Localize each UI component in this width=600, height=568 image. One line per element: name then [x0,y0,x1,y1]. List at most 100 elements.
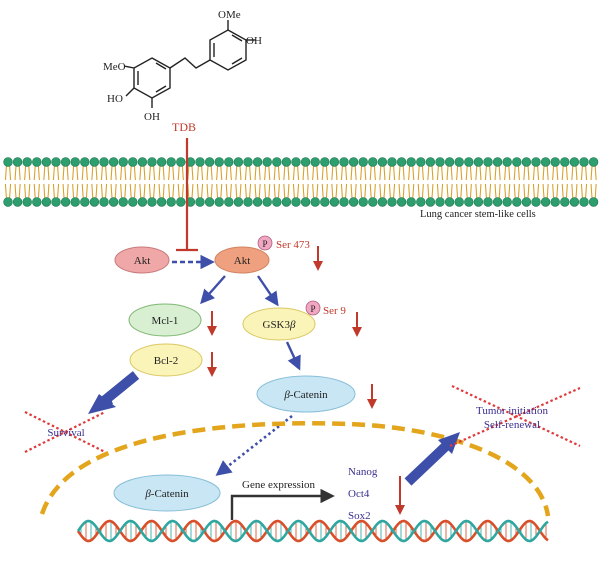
lipid-tail [95,183,98,199]
lipid-tail [465,183,468,199]
lipid-tail [575,165,578,181]
akt-phospho-symbol: P [262,239,267,249]
lipid-tail [229,183,232,199]
lipid-tail [110,183,113,199]
membrane-label: Lung cancer stem-like cells [420,209,536,220]
bcatenin-cyto-node [256,375,356,413]
lipid-head [51,157,61,167]
lipid-tail [527,165,530,181]
lipid-tail [364,183,367,199]
lipid-head [473,157,484,167]
mcl1-label: Mcl-1 [152,315,179,327]
lipid-tail [216,165,219,181]
lipid-tail [465,165,468,181]
lipid-head [560,157,570,167]
lipid-head [521,157,532,167]
lipid-tail [431,165,434,181]
lipid-tail [316,183,319,199]
lipid-tail [546,165,549,181]
lipid-head [224,157,234,167]
lipid-tail [235,165,238,181]
lipid-head [588,197,599,207]
lipid-tail [369,165,372,181]
lipid-head [22,197,32,207]
lipid-head [80,157,90,167]
lipid-tail [571,183,574,199]
lipid-tail [120,165,123,181]
lipid-tail [66,165,69,181]
lipid-tail [340,183,343,199]
tumor-arrowhead [438,432,460,454]
lipid-tail [28,165,31,181]
lipid-head [147,197,157,207]
lipid-tail [148,183,151,199]
lipid-tail [124,183,127,199]
lipid-head [300,197,311,207]
lipid-head [588,157,599,167]
lipid-tail [37,165,40,181]
lipid-tail [302,183,305,199]
lipid-tail [494,165,497,181]
lipid-tail [542,183,545,199]
lipid-tail [360,183,363,199]
survival-label: Survival [47,427,84,439]
lipid-head [310,197,320,207]
lipid-tail [398,165,401,181]
lipid-tail [590,183,593,199]
lipid-tail [254,165,257,181]
lipid-head [406,197,416,207]
lipid-head [531,197,541,207]
cell-membrane [3,157,599,207]
lipid-tail [580,183,583,199]
lipid-head [492,157,503,167]
lipid-head [233,197,244,207]
lipid-head [214,197,224,207]
lipid-head [387,197,397,207]
mcl1-node [128,303,202,337]
lipid-tail [335,183,338,199]
lipid-head [329,157,340,167]
lipid-head [483,197,493,207]
lipid-head [348,197,359,207]
lipid-tail [552,183,555,199]
lipid-head [108,197,119,207]
lipid-tail [565,183,568,199]
akt-inactive-node [114,246,170,274]
lipid-tail [388,183,391,199]
lipid-tail [498,183,501,199]
lipid-head [204,197,215,207]
lipid-head [233,157,244,167]
lipid-tail [561,183,564,199]
lipid-tail [316,165,319,181]
akt-to-gsk3b-arrow [257,275,279,307]
lipid-head [473,197,484,207]
lipid-tail [427,183,430,199]
lipid-tail [585,165,588,181]
lipid-head [156,157,167,167]
lipid-head [550,157,560,167]
lipid-tail [191,183,194,199]
lipid-head [464,157,474,167]
lipid-tail [556,165,559,181]
lipid-tail [43,165,46,181]
lipid-head [252,197,263,207]
lipid-tail [427,165,430,181]
lipid-tail [220,183,223,199]
lipid-head [176,157,186,167]
lipid-tail [436,183,439,199]
lipid-tail [379,183,382,199]
lipid-head [166,197,176,207]
lipid-tail [331,165,334,181]
lipid-tail [345,183,348,199]
lipid-head [540,197,551,207]
lipid-tail [143,165,146,181]
gsk3b-ser9-label: Ser 9 [323,305,346,317]
lipid-head [195,197,205,207]
lipid-tail [244,165,247,181]
lipid-tail [158,165,161,181]
lipid-head [137,157,148,167]
lipid-tail [388,165,391,181]
lipid-head [118,197,128,207]
lipid-head [339,197,349,207]
lipid-head [41,157,52,167]
